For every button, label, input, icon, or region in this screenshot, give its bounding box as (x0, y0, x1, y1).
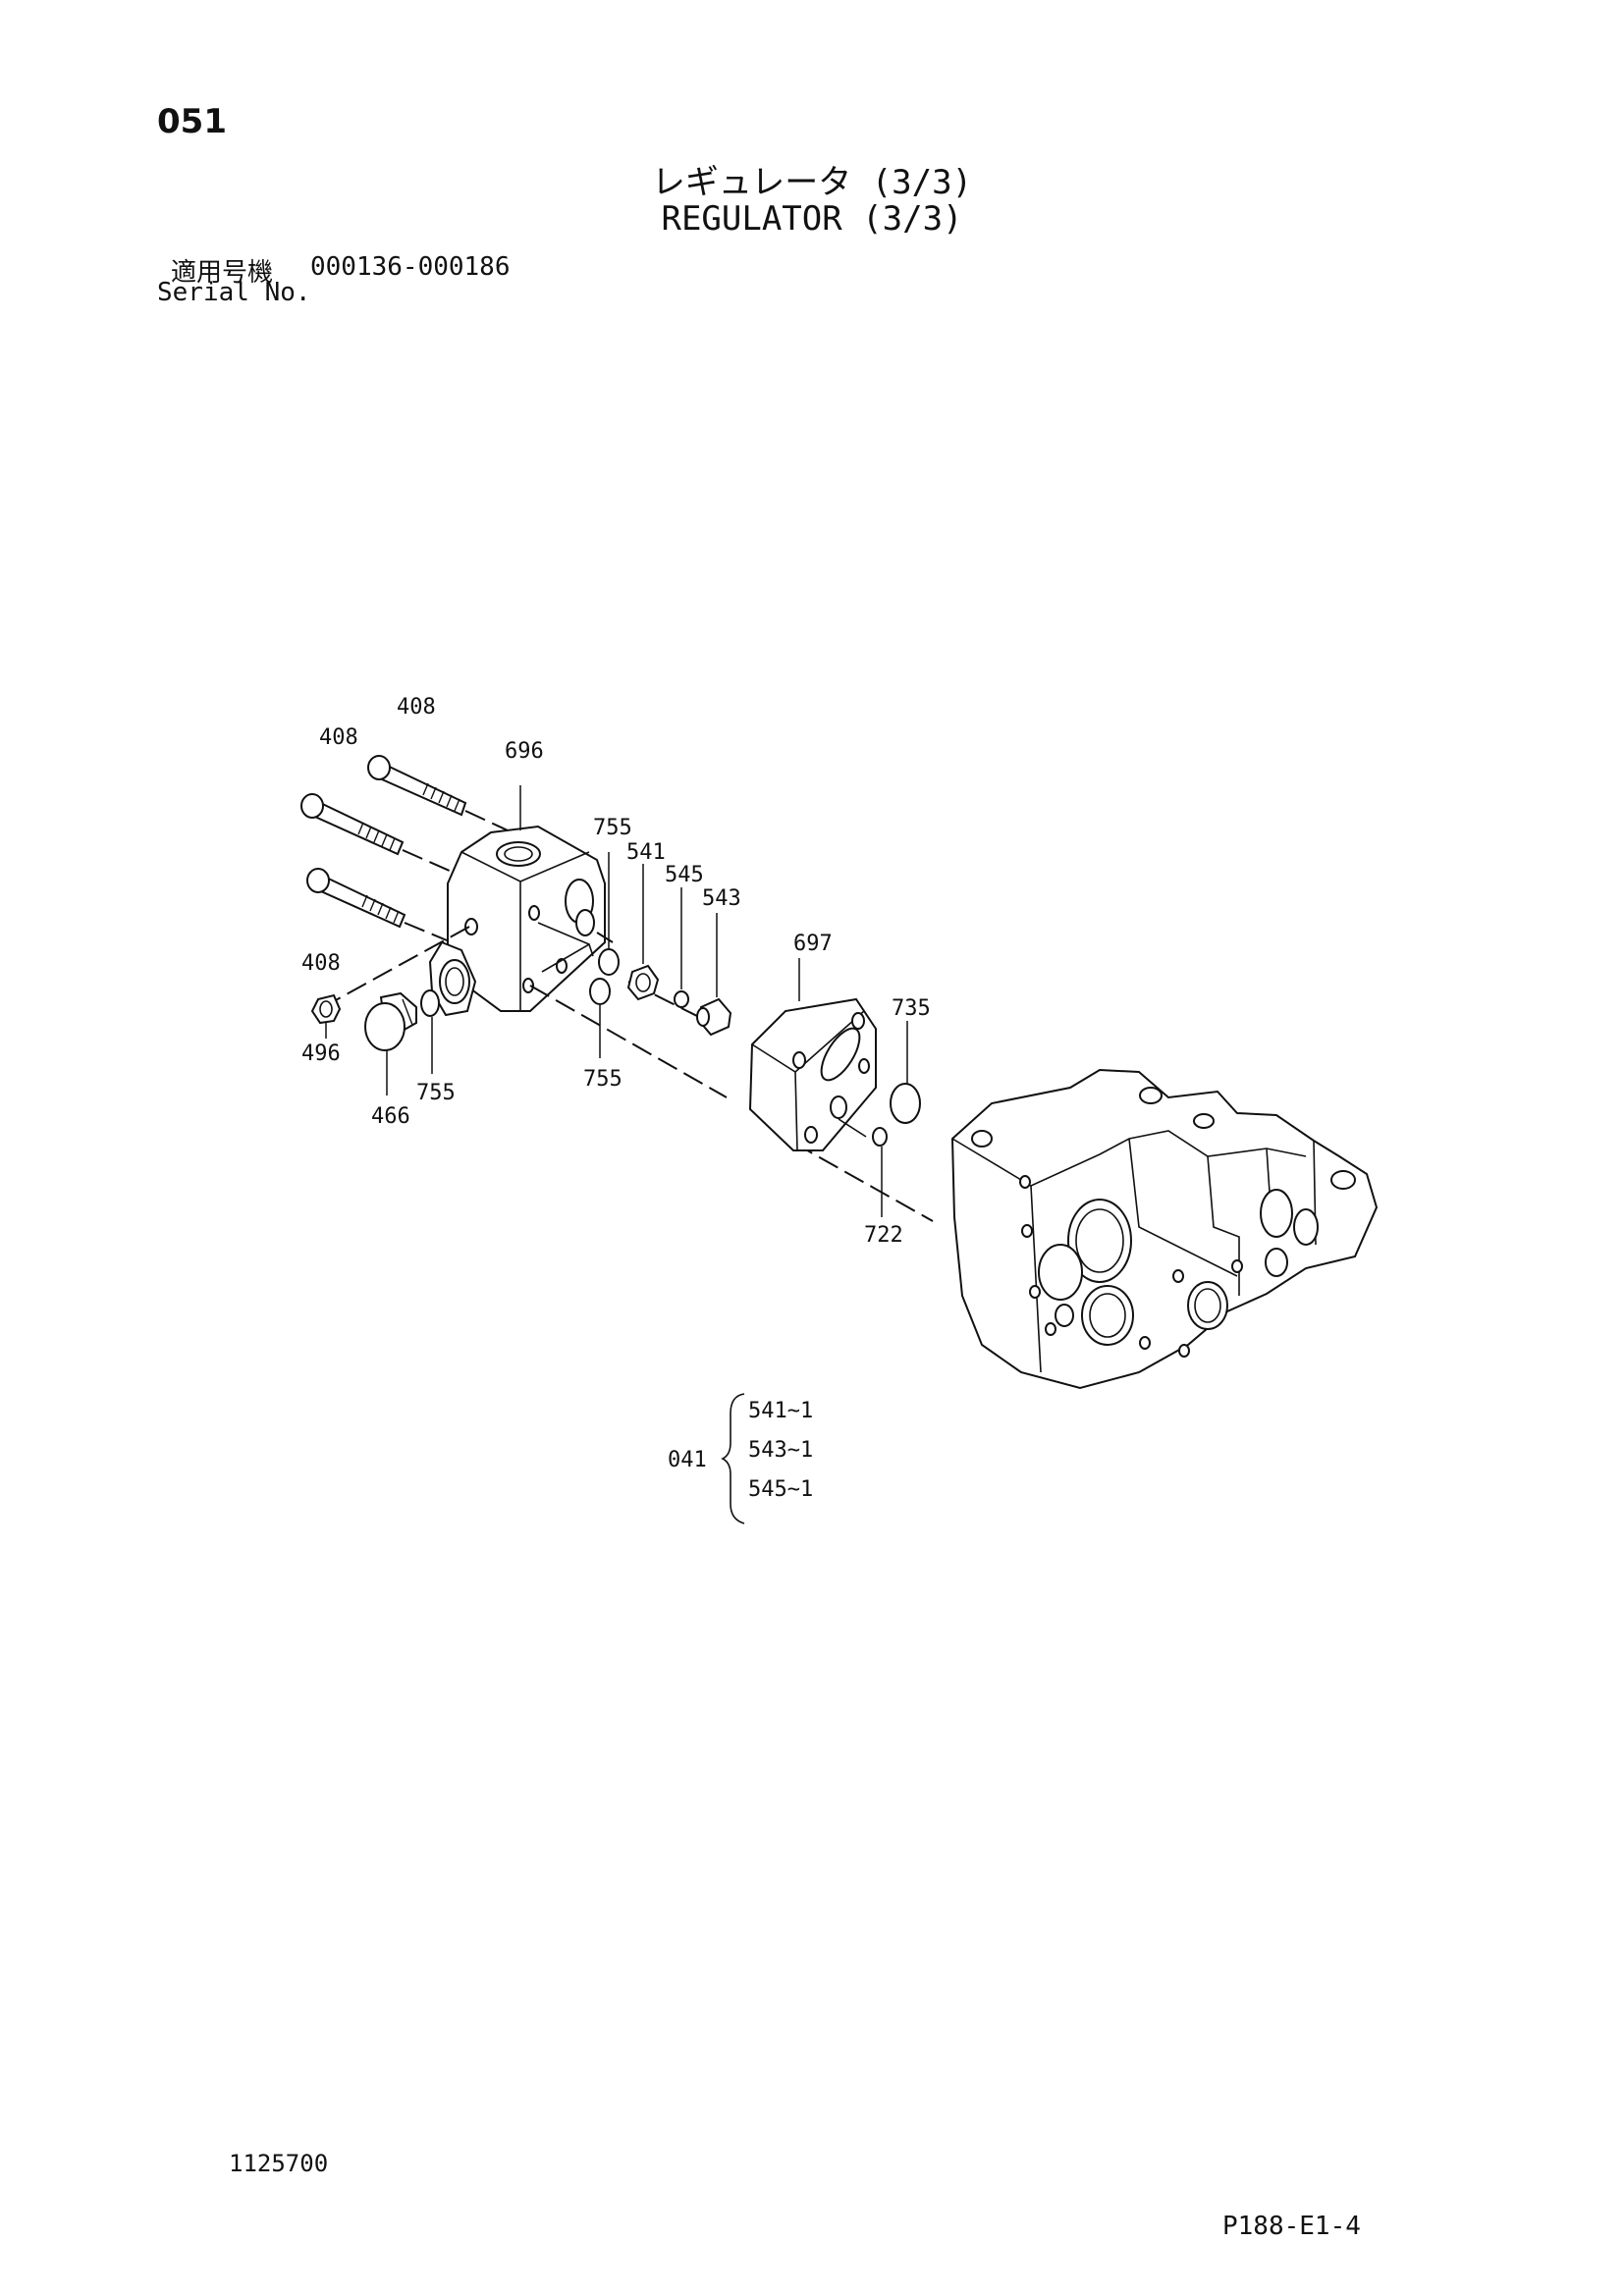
plug-541 (626, 964, 660, 1001)
callout-543: 543 (702, 886, 741, 911)
callout-697: 697 (793, 932, 833, 956)
plug-466 (364, 991, 417, 1051)
plug-496 (310, 993, 342, 1025)
title-japanese: レギュレータ (3/3) (651, 163, 973, 202)
callout-755: 755 (583, 1067, 623, 1092)
page-number: 051 (157, 102, 227, 141)
callout-408: 408 (397, 695, 436, 720)
block-696 (428, 825, 606, 1017)
title-english: REGULATOR (3/3) (661, 199, 963, 239)
serial-label-english: Serial No. (157, 278, 311, 307)
cover-697 (748, 997, 877, 1151)
callout-496: 496 (301, 1041, 341, 1066)
ball-545 (674, 990, 689, 1008)
callout-466: 466 (371, 1104, 410, 1129)
callout-696: 696 (505, 739, 544, 764)
o-ring-755-center (589, 978, 611, 1005)
drawing-number: 1125700 (229, 2150, 329, 2177)
serial-label-japanese: 適用号機 (171, 258, 274, 288)
seat-543 (696, 997, 732, 1037)
kit-item: 545~1 (748, 1477, 813, 1502)
callout-755: 755 (416, 1081, 456, 1105)
callout-755: 755 (593, 816, 632, 840)
bolt-408-top (367, 755, 521, 837)
kit-item: 543~1 (748, 1438, 813, 1463)
callout-541: 541 (626, 840, 666, 865)
bolt-408-mid (300, 793, 453, 873)
o-ring-722 (872, 1127, 888, 1147)
bolt-408-low (306, 868, 453, 943)
callout-408: 408 (301, 951, 341, 976)
kit-number: 041 (668, 1448, 707, 1472)
callout-545: 545 (665, 863, 704, 887)
kit-bracket (721, 1393, 745, 1524)
serial-range: 000136-000186 (310, 252, 511, 282)
kit-item: 541~1 (748, 1399, 813, 1423)
o-ring-755-top (598, 948, 620, 976)
o-ring-735 (890, 1083, 921, 1124)
page-code: P188-E1-4 (1222, 2212, 1361, 2241)
pump-casing (950, 1068, 1379, 1390)
o-ring-755-left (420, 989, 440, 1017)
callout-735: 735 (892, 996, 931, 1021)
callout-722: 722 (864, 1223, 903, 1248)
callout-408: 408 (319, 725, 358, 750)
